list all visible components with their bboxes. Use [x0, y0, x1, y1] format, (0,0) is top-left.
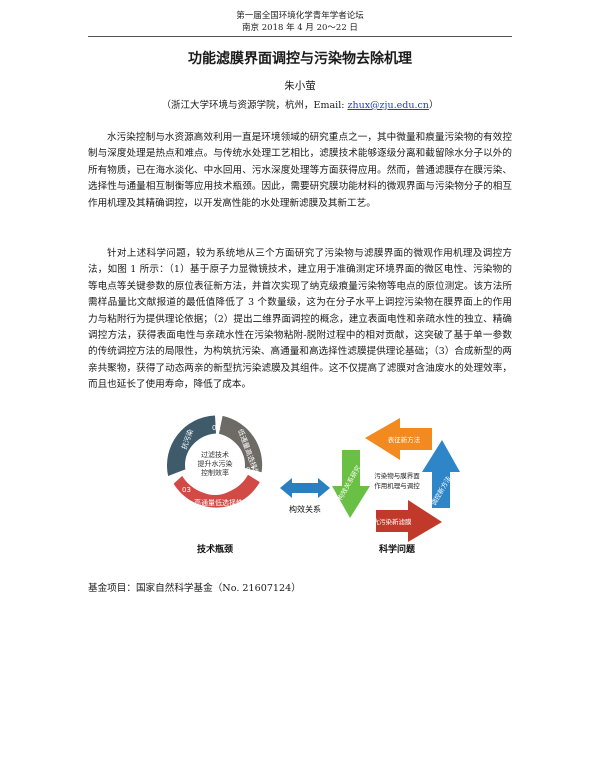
- conference-name: 第一届全国环境化学青年学者论坛: [236, 11, 364, 21]
- cycle-arrow-blue: [422, 440, 460, 508]
- funding-note: 基金项目：国家自然科学基金（No. 21607124）: [88, 583, 301, 594]
- body-paragraph-2: 针对上述科学问题，较为系统地从三个方面研究了污染物与滤膜界面的微观作用机理及调控…: [88, 248, 512, 391]
- segment-num-02: 02: [246, 466, 255, 474]
- right-center-line-1: 污染物与膜界面: [374, 471, 420, 480]
- segment-label-high-flux: 高通量低选择性: [194, 498, 243, 507]
- conference-date: 南京 2018 年 4 月 20～22 日: [242, 23, 358, 33]
- author-name: 朱小萤: [284, 80, 316, 92]
- running-header: 第一届全国环境化学青年学者论坛 南京 2018 年 4 月 20～22 日: [0, 10, 600, 34]
- cycle-arrow-red: [376, 500, 442, 542]
- double-arrow-icon: [280, 478, 330, 498]
- segment-num-01: 01: [212, 424, 221, 432]
- body-paragraph-1: 水污染控制与水资源高效利用一直是环境领域的研究重点之一，其中微量和痕量污染物的有…: [88, 132, 512, 209]
- arrow-label-new-membrane: 抗污染新滤膜: [373, 517, 413, 526]
- technical-bottleneck-diagram: 过滤技术 提升水污染 控制效率 抗污染 01 低通量高选择性 02 高通量低选择…: [166, 415, 263, 555]
- segment-num-03: 03: [182, 486, 191, 494]
- right-center-line-2: 作用机理与调控: [374, 481, 420, 490]
- caption-scientific-problem: 科学问题: [379, 543, 416, 555]
- ring-segment-01: [218, 415, 263, 473]
- arrow-label-characterization: 表征新方法: [388, 435, 421, 444]
- cycle-arrow-orange: [365, 418, 432, 460]
- ring-segment-02: [166, 415, 216, 476]
- structure-property-label: 构效关系: [289, 504, 321, 514]
- left-center-line-3: 控制效率: [201, 468, 229, 477]
- ring-center: [185, 435, 245, 495]
- left-center-line-2: 提升水污染: [198, 459, 233, 468]
- structure-property-arrow: 构效关系: [280, 478, 330, 514]
- left-center-line-1: 过滤技术: [201, 450, 229, 459]
- header-divider: [88, 36, 512, 37]
- affiliation: （浙江大学环境与资源学院，杭州，Email: zhux@zju.edu.cn）: [0, 97, 600, 111]
- figure-1: 过滤技术 提升水污染 控制效率 抗污染 01 低通量高选择性 02 高通量低选择…: [166, 415, 460, 555]
- caption-technical-bottleneck: 技术瓶颈: [197, 543, 233, 555]
- affiliation-close: ）: [428, 100, 439, 111]
- scientific-problem-diagram: 表征新方法 调控新方法 抗污染新滤膜 构效关系研究 污染物与膜界面 作用机理与调…: [332, 418, 460, 555]
- author-email-link[interactable]: zhux@zju.edu.cn: [347, 100, 429, 111]
- paper-title: 功能滤膜界面调控与污染物去除机理: [188, 51, 412, 67]
- affiliation-text: （浙江大学环境与资源学院，杭州，Email:: [161, 100, 348, 111]
- cycle-arrow-green: [332, 450, 370, 518]
- ring-segment-03: [173, 474, 260, 508]
